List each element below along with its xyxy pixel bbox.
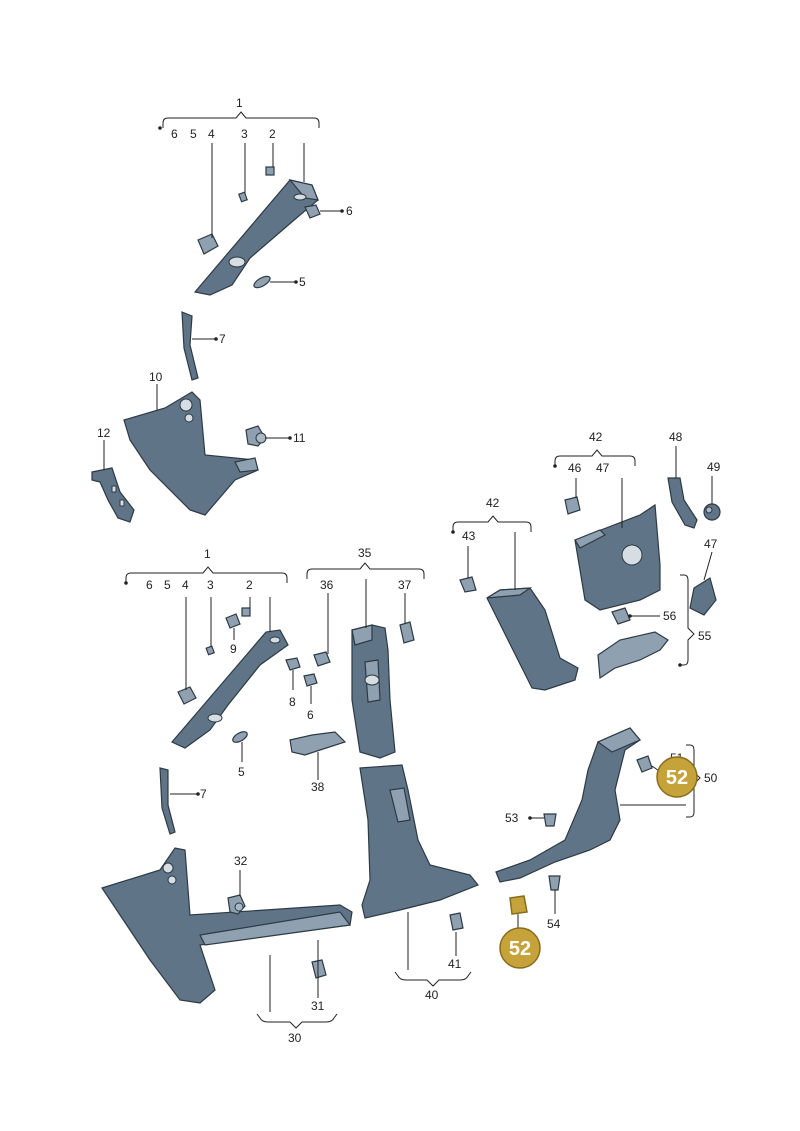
a-pillar-trim-mid <box>171 629 289 749</box>
label-12: 12 <box>97 426 111 440</box>
label-3-mid: 3 <box>207 578 214 592</box>
label-9: 9 <box>230 642 237 656</box>
label-6-small: 6 <box>307 708 314 722</box>
label-37: 37 <box>398 578 412 592</box>
strip-7-top <box>181 311 199 381</box>
clip-53 <box>543 813 557 827</box>
label-5-small: 5 <box>238 765 245 779</box>
c-pillar-lower-50 <box>495 727 641 883</box>
clip-54 <box>548 875 561 891</box>
trim-42-mid <box>486 587 579 691</box>
b-pillar-trim-35 <box>351 624 396 759</box>
clip-52 <box>509 895 528 915</box>
label-10: 10 <box>149 370 163 384</box>
clip-2-mid <box>241 607 251 617</box>
badge-52-right-text: 52 <box>666 767 688 789</box>
cover-5-top <box>253 275 271 289</box>
label-50: 50 <box>704 771 718 785</box>
label-1-top: 1 <box>236 96 243 110</box>
label-1-mid: 1 <box>204 547 211 561</box>
label-5: 5 <box>190 127 197 141</box>
label-30: 30 <box>288 1031 302 1045</box>
screw-32 <box>227 894 246 915</box>
clip-43 <box>459 576 477 593</box>
label-6: 6 <box>171 127 178 141</box>
cover-47 <box>689 577 717 616</box>
label-32: 32 <box>234 854 248 868</box>
screw-6-mid <box>303 673 318 687</box>
clip-46 <box>564 496 581 515</box>
label-11: 11 <box>293 431 306 445</box>
b-pillar-lower-40 <box>359 764 479 919</box>
trim-55 <box>597 631 669 680</box>
clip-4-top <box>197 233 219 255</box>
clip-37 <box>399 621 415 644</box>
label-31: 31 <box>311 999 325 1013</box>
badge-52-lower[interactable]: 52 <box>499 927 541 969</box>
label-49: 49 <box>707 460 721 474</box>
screw-36 <box>313 651 331 667</box>
screw-8 <box>285 657 301 671</box>
bracket-38 <box>289 731 347 756</box>
label-42-top: 42 <box>589 430 603 444</box>
strip-7-mid <box>159 767 176 835</box>
bracket-48 <box>667 477 698 529</box>
label-4: 4 <box>208 127 215 141</box>
label-7: 7 <box>219 332 226 346</box>
clip-3-top <box>238 191 248 203</box>
label-47-top: 47 <box>596 461 610 475</box>
label-2-mid: 2 <box>246 578 253 592</box>
clip-9 <box>225 613 241 629</box>
label-5-mid: 5 <box>164 578 171 592</box>
badge-52-lower-text: 52 <box>509 938 531 960</box>
label-53: 53 <box>505 811 519 825</box>
label-40: 40 <box>425 988 439 1002</box>
label-3: 3 <box>241 127 248 141</box>
label-6-callout: 6 <box>346 204 353 218</box>
label-4-mid: 4 <box>182 578 189 592</box>
clip-31 <box>311 959 327 979</box>
knob-49 <box>703 503 721 521</box>
label-2: 2 <box>269 127 276 141</box>
a-pillar-trim-top <box>193 179 319 296</box>
label-38: 38 <box>311 780 325 794</box>
label-42-mid: 42 <box>486 496 500 510</box>
label-47-side: 47 <box>704 537 718 551</box>
label-35: 35 <box>358 546 372 560</box>
clip-3-mid <box>205 645 215 656</box>
sill-trim-30 <box>101 847 353 1004</box>
clip-56 <box>611 607 631 625</box>
clip-2-top <box>265 166 275 176</box>
label-48: 48 <box>669 430 683 444</box>
label-7-mid: 7 <box>200 787 207 801</box>
label-8: 8 <box>289 695 296 709</box>
clip-51 <box>636 755 653 773</box>
screw-6-top <box>304 204 321 219</box>
label-43: 43 <box>462 529 476 543</box>
clip-11 <box>245 425 267 447</box>
label-46: 46 <box>568 461 582 475</box>
label-54: 54 <box>547 917 561 931</box>
bracket-12 <box>91 467 135 523</box>
clip-41 <box>449 912 464 931</box>
clip-4-mid <box>177 686 197 705</box>
label-36: 36 <box>320 578 334 592</box>
label-56: 56 <box>663 609 677 623</box>
label-6-mid: 6 <box>146 578 153 592</box>
cover-5-mid <box>232 731 248 743</box>
label-41: 41 <box>448 957 462 971</box>
trim-10 <box>123 391 259 516</box>
badge-52-right[interactable]: 52 <box>656 756 698 798</box>
trim-42-right <box>574 503 661 611</box>
label-5-callout: 5 <box>299 275 306 289</box>
label-55: 55 <box>698 629 712 643</box>
